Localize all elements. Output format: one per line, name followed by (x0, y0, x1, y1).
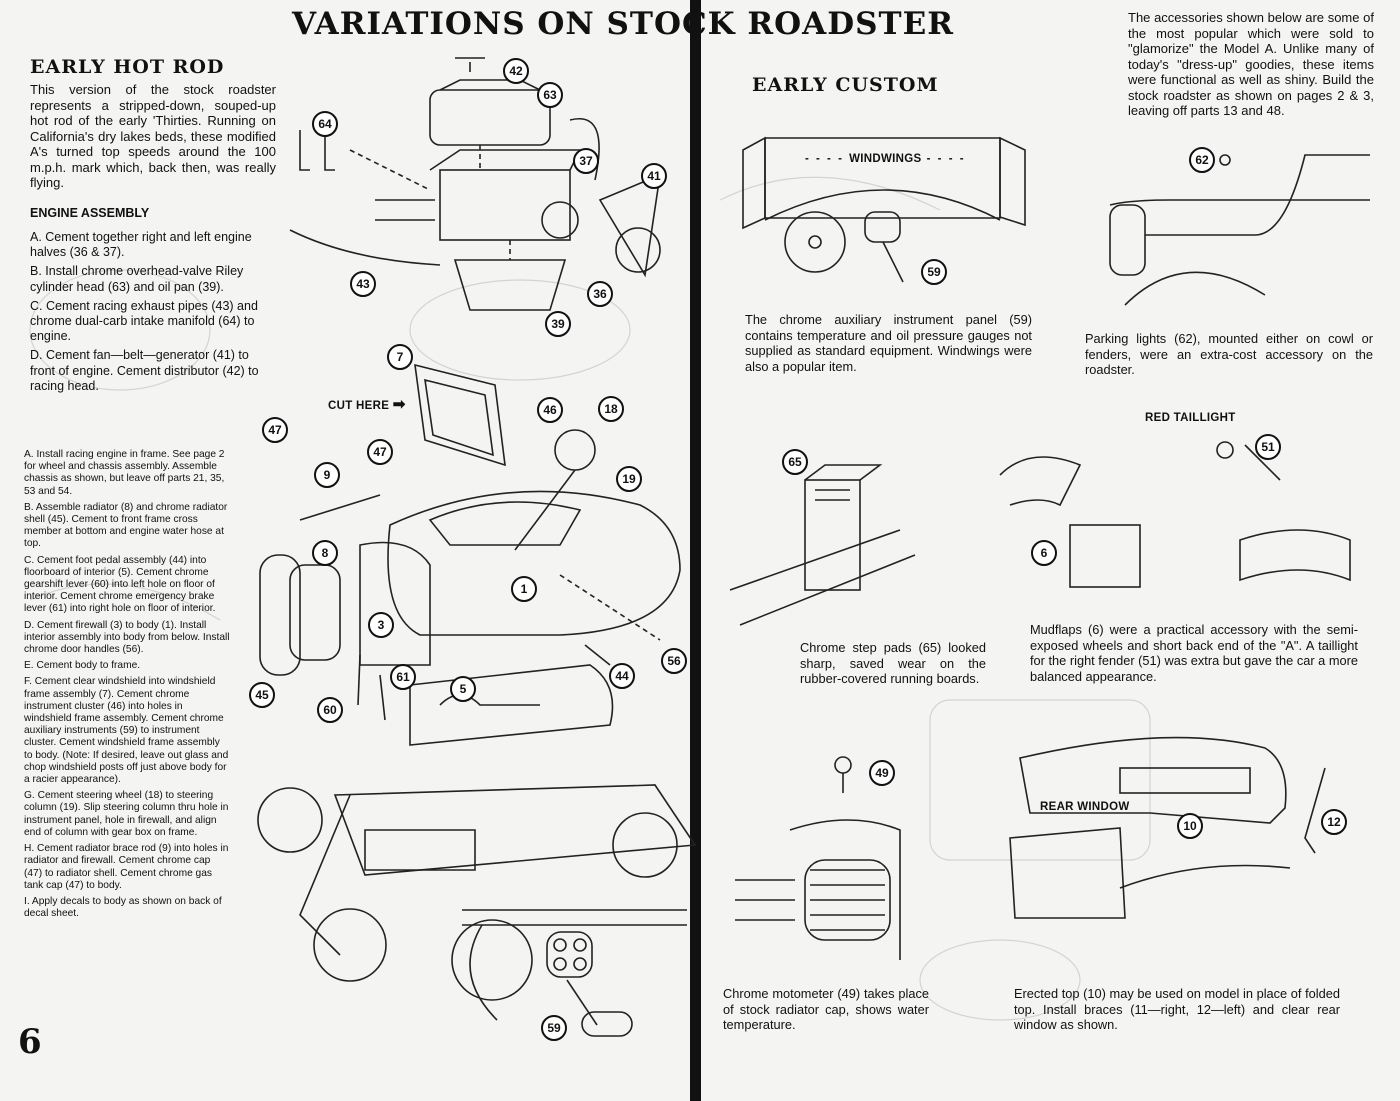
engine-step: A. Cement together right and left engine… (30, 230, 252, 260)
callout-44: 44 (609, 663, 635, 689)
callout-56: 56 (661, 648, 687, 674)
callout-39: 39 (545, 311, 571, 337)
engine-assembly-heading: ENGINE ASSEMBLY (30, 206, 150, 220)
caption-motometer: Chrome motometer (49) takes place of sto… (723, 986, 929, 1032)
custom-intro: The accessories shown below are some of … (1128, 10, 1374, 118)
engine-step: B. Install chrome overhead-valve Riley c… (30, 264, 244, 294)
callout-7: 7 (387, 344, 413, 370)
windwings-dashboard-drawing (742, 136, 1026, 283)
caption-mudflaps: Mudflaps (6) were a practical accessory … (1030, 622, 1358, 684)
callout-41: 41 (641, 163, 667, 189)
assembly-step: D. Cement firewall (3) to body (1). Inst… (24, 619, 230, 656)
dashboard-auxiliary-panel-drawing (451, 909, 687, 1037)
caption-parking-lights: Parking lights (62), mounted either on c… (1085, 331, 1373, 377)
hot-rod-heading: EARLY HOT ROD (30, 56, 225, 78)
page-number: 6 (18, 1022, 42, 1062)
step-pads-drawing (729, 464, 916, 626)
hot-rod-intro: This version of the stock roadster repre… (30, 82, 276, 190)
callout-37: 37 (573, 148, 599, 174)
callout-3: 3 (368, 612, 394, 638)
callout-5: 5 (450, 676, 476, 702)
callout-36: 36 (587, 281, 613, 307)
callout-63: 63 (537, 82, 563, 108)
rear-window-label: REAR WINDOW (1040, 801, 1130, 813)
assembly-step: H. Cement radiator brace rod (9) into ho… (24, 843, 229, 891)
callout-51: 51 (1255, 434, 1281, 460)
caption-step-pads: Chrome step pads (65) looked sharp, save… (800, 640, 986, 686)
assembly-step: G. Cement steering wheel (18) to steerin… (24, 790, 229, 838)
page-gutter (690, 0, 701, 1101)
callout-45: 45 (249, 682, 275, 708)
arrow-right-icon: ➡ (392, 396, 406, 413)
callout-43: 43 (350, 271, 376, 297)
assembly-steps: A. Install racing engine in frame. See p… (24, 449, 230, 924)
callout-59: 59 (541, 1015, 567, 1041)
callout-47: 47 (367, 439, 393, 465)
body-chassis-exploded-diagram (257, 363, 697, 982)
mudflaps-taillight-drawing (999, 441, 1351, 588)
callout-49: 49 (869, 760, 895, 786)
callout-47: 47 (262, 417, 288, 443)
callout-60: 60 (317, 697, 343, 723)
cut-here-text: CUT HERE (328, 400, 390, 412)
custom-heading: EARLY CUSTOM (752, 74, 939, 96)
assembly-step: C. Cement foot pedal assembly (44) into … (24, 554, 216, 615)
motometer-radiator-drawing (735, 756, 901, 960)
callout-8: 8 (312, 540, 338, 566)
callout-46: 46 (537, 397, 563, 423)
callout-9: 9 (314, 462, 340, 488)
callout-1: 1 (511, 576, 537, 602)
engine-step: D. Cement fan—belt—generator (41) to fro… (30, 348, 259, 393)
engine-step: C. Cement racing exhaust pipes (43) and … (30, 298, 258, 344)
callout-61: 61 (390, 664, 416, 690)
callout-12: 12 (1321, 809, 1347, 835)
assembly-step: I. Apply decals to body as shown on back… (24, 895, 222, 920)
callout-10: 10 (1177, 813, 1203, 839)
assembly-step: B. Assemble radiator (8) and chrome radi… (24, 501, 228, 550)
callout-42: 42 (503, 58, 529, 84)
callout-19: 19 (616, 466, 642, 492)
page-title: VARIATIONS ON STOCK ROADSTER (292, 6, 954, 42)
callout-18: 18 (598, 396, 624, 422)
caption-auxiliary-panel: The chrome auxiliary instrument panel (5… (745, 312, 1032, 374)
callout-59: 59 (921, 259, 947, 285)
callout-62: 62 (1189, 147, 1215, 173)
windwings-text: WINDWINGS (849, 153, 922, 165)
red-taillight-label: RED TAILLIGHT (1145, 412, 1236, 424)
erected-top-drawing (1009, 736, 1326, 919)
engine-exploded-diagram (289, 57, 662, 311)
callout-6: 6 (1031, 540, 1057, 566)
cut-here-label: CUT HERE ➡ (328, 395, 406, 413)
caption-top: Erected top (10) may be used on model in… (1014, 986, 1340, 1032)
engine-steps: A. Cement together right and left engine… (30, 230, 276, 398)
callout-64: 64 (312, 111, 338, 137)
parking-lights-drawing (1109, 154, 1370, 306)
windwings-label: - - - - WINDWINGS - - - - (805, 153, 966, 165)
assembly-step: F. Cement clear windshield into windshie… (24, 676, 229, 786)
assembly-step: A. Install racing engine in frame. See p… (24, 449, 225, 497)
assembly-step: E. Cement body to frame. (24, 660, 141, 672)
callout-65: 65 (782, 449, 808, 475)
